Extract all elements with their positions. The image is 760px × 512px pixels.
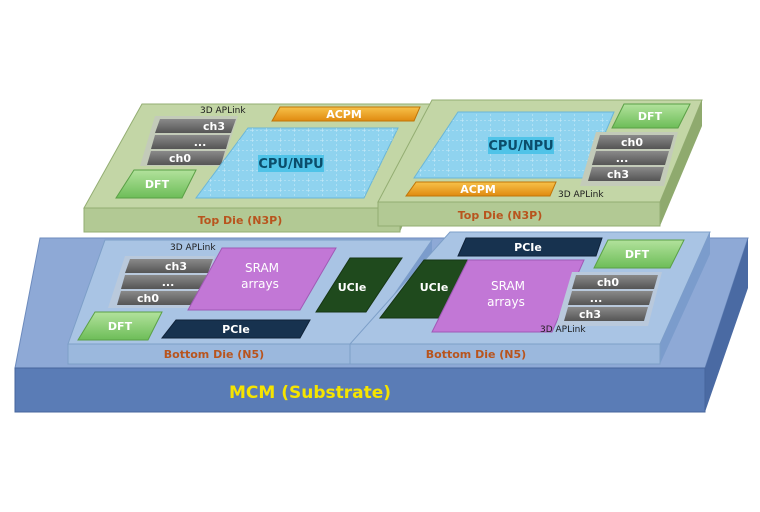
bottom-die-left-label: Bottom Die (N5) [164, 348, 264, 361]
top-right-cpu-label: CPU/NPU [488, 139, 553, 154]
top-left-acpm-bar [271, 106, 421, 122]
top-die-right-front-face [377, 201, 661, 227]
top-left-dft-label: DFT [145, 178, 170, 191]
bottom-left-ch-label-1: ch3 [165, 260, 187, 273]
top-die-right-aplink-label: 3D APLink [558, 190, 604, 200]
top-right-ch-label-2: ... [616, 152, 629, 165]
substrate-front-face [14, 367, 706, 413]
top-left-ch-label-1: ch3 [203, 120, 225, 133]
top-left-acpm-label: ACPM [326, 108, 362, 121]
top-left-dft-block [115, 169, 197, 199]
top-right-dft-block [611, 103, 691, 129]
bottom-right-ch-label-2: ... [590, 292, 603, 305]
bottom-left-sram-block [187, 247, 337, 311]
bottom-left-ch-label-2: ... [162, 276, 175, 289]
bottom-die-right-side-face [660, 232, 710, 364]
bottom-left-dft-label: DFT [108, 320, 133, 333]
bottom-die-right: Bottom Die (N5) PCIe DFT UCIe SRAM array… [348, 231, 711, 365]
bottom-left-ch-label-3: ch0 [137, 292, 159, 305]
bottom-left-ch-row-3 [117, 291, 202, 305]
bottom-die-right-front-face [349, 343, 661, 365]
top-left-ch-label-3: ch0 [169, 152, 191, 165]
bottom-right-dft-block [593, 239, 685, 269]
bottom-right-ch-row-3 [564, 307, 648, 321]
bottom-right-sram-block [431, 259, 585, 333]
bottom-left-sram-label-1: SRAM [245, 261, 279, 275]
top-die-right: Top Die (N3P) CPU/NPU DFT ch0 ... ch3 AC… [377, 99, 703, 227]
top-right-ch-row-3 [588, 167, 664, 181]
bottom-right-pcie-label: PCIe [514, 241, 542, 254]
top-right-acpm-label: ACPM [460, 183, 496, 196]
top-right-ch-row-1 [596, 135, 674, 149]
bottom-right-ucie-label: UCIe [420, 281, 449, 294]
top-right-ch-label-1: ch0 [621, 136, 643, 149]
top-die-left-label: Top Die (N3P) [198, 214, 282, 227]
bottom-right-ch-label-3: ch3 [579, 308, 601, 321]
bottom-left-sram-label-2: arrays [241, 277, 279, 291]
top-left-ch-row-3 [147, 151, 225, 165]
top-left-ch-row-1 [155, 119, 236, 133]
bottom-right-pcie-block [457, 237, 603, 257]
substrate-side-face [705, 238, 748, 412]
bottom-right-sram-label-2: arrays [487, 295, 525, 309]
top-right-acpm-bar [405, 181, 557, 197]
top-die-right-side-face [660, 100, 702, 226]
substrate-label: MCM (Substrate) [229, 383, 391, 403]
bottom-left-ucie-label: UCIe [338, 281, 367, 294]
top-die-left: Top Die (N3P) 3D APLink ACPM ch3 ... ch0… [83, 103, 443, 233]
top-die-left-aplink-label: 3D APLink [200, 106, 246, 116]
top-right-ch-label-3: ch3 [607, 168, 629, 181]
top-right-cpu-label-bg [488, 137, 554, 154]
bottom-right-ch-row-2 [568, 291, 653, 305]
bottom-die-left-aplink-label: 3D APLink [170, 243, 216, 253]
top-die-right-label: Top Die (N3P) [458, 209, 542, 222]
bottom-left-ucie-block [315, 257, 403, 313]
top-left-ch-row-2 [151, 135, 230, 149]
bottom-left-dft-block [77, 311, 163, 341]
bottom-die-right-aplink-label: 3D APLink [540, 325, 586, 335]
bottom-right-ch-row-1 [572, 275, 658, 289]
bottom-left-pcie-block [160, 319, 311, 339]
bottom-left-ch-row-1 [125, 259, 213, 273]
bottom-right-sram-label-1: SRAM [491, 279, 525, 293]
top-right-ch-row-2 [592, 151, 669, 165]
top-left-cpu-label: CPU/NPU [258, 157, 323, 172]
top-right-dft-label: DFT [638, 110, 663, 123]
bottom-die-right-label: Bottom Die (N5) [426, 348, 526, 361]
top-left-ch-label-2: ... [194, 136, 207, 149]
bottom-left-pcie-label: PCIe [222, 323, 250, 336]
bottom-left-ch-row-2 [121, 275, 207, 289]
bottom-right-dft-label: DFT [625, 248, 650, 261]
top-die-left-front-face [83, 207, 401, 233]
top-left-cpu-label-bg [258, 155, 324, 172]
bottom-right-ch-label-1: ch0 [597, 276, 619, 289]
